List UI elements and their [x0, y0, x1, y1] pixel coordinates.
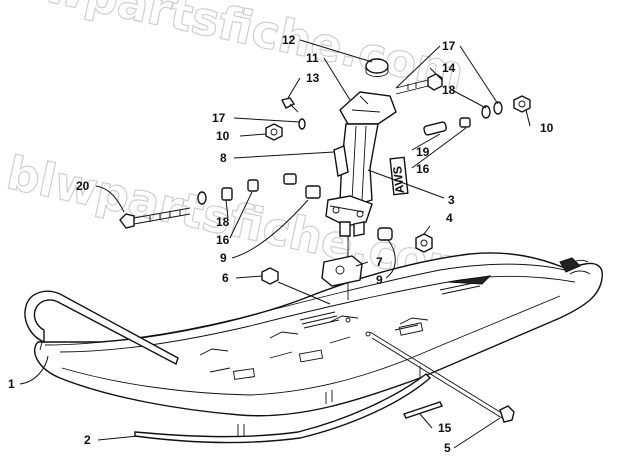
callout-5: 5: [444, 441, 451, 455]
callout-16-right: 16: [416, 162, 430, 176]
callout-10-right: 10: [540, 121, 554, 135]
callout-12: 12: [282, 33, 296, 47]
callout-13: 13: [306, 71, 320, 85]
callout-16-left: 16: [216, 233, 230, 247]
callout-11: 11: [306, 51, 319, 65]
callout-17-right: 17: [442, 39, 456, 53]
spindle-assembly: [325, 58, 397, 300]
callout-18-right: 18: [442, 83, 456, 97]
callout-1: 1: [8, 377, 15, 391]
callout-19: 19: [416, 145, 430, 159]
aws-decal: AWS: [389, 156, 409, 196]
callout-6: 6: [222, 271, 229, 285]
callout-9-right: 9: [376, 273, 383, 287]
ski-body: [33, 252, 603, 417]
callout-20: 20: [76, 179, 90, 193]
callout-2: 2: [84, 433, 91, 447]
callout-4: 4: [446, 211, 453, 225]
callout-15: 15: [438, 421, 452, 435]
callout-14: 14: [442, 61, 456, 75]
wear-bar: [134, 366, 432, 444]
aws-decal-text: AWS: [390, 165, 407, 194]
callout-7: 7: [376, 255, 383, 269]
callout-8: 8: [220, 151, 227, 165]
callout-9-left: 9: [220, 251, 227, 265]
callout-10-left: 10: [216, 129, 230, 143]
leader-lines: [19, 39, 531, 449]
ski-handle-loop: [24, 290, 179, 366]
callout-3: 3: [448, 193, 455, 207]
hardware-parts: [119, 73, 531, 423]
callout-labels: 12 11 13 17 14 18 17 10 10 8 19 16 3 20 …: [8, 33, 554, 455]
callout-17-left: 17: [212, 111, 226, 125]
callout-18-left: 18: [216, 215, 230, 229]
watermark: blwpartsfiche.com blwpartsfiche.com: [0, 0, 480, 298]
